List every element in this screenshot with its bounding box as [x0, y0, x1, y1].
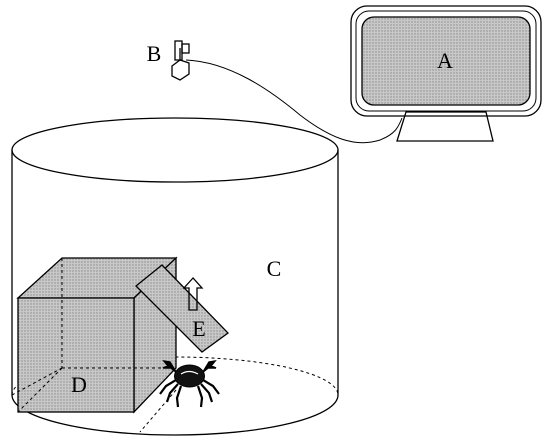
crab-legs-left [159, 379, 183, 408]
crab-shell-marking [180, 370, 199, 375]
crab-claws [162, 359, 217, 373]
label-b: B [147, 41, 162, 66]
label-e: E [192, 316, 205, 341]
crab-legs-right [196, 379, 220, 408]
tank-rim [11, 117, 339, 183]
monitor-stand [396, 111, 494, 142]
camera-cable [185, 59, 403, 144]
monitor-screen [361, 16, 531, 106]
camera-body [171, 59, 190, 81]
tank-bottom-front [11, 394, 339, 436]
label-c: C [267, 256, 282, 281]
crab-shell [174, 364, 205, 388]
monitor-bezel-inner [355, 10, 537, 112]
ramp: E [135, 264, 229, 353]
camera-mount-body [174, 40, 183, 61]
crab-icon [159, 359, 220, 408]
label-d: D [71, 372, 87, 397]
ramp-board [135, 264, 229, 353]
camera-mount-head [181, 43, 190, 54]
monitor: A [350, 5, 542, 142]
shelter-box: D [16, 256, 178, 433]
up-arrow-icon [182, 277, 204, 311]
camera-icon: B [147, 40, 190, 81]
box-front-face [17, 297, 135, 413]
label-a: A [437, 48, 453, 73]
box-hidden-edge-diagonal [17, 367, 63, 413]
monitor-bezel-outer [350, 5, 542, 117]
